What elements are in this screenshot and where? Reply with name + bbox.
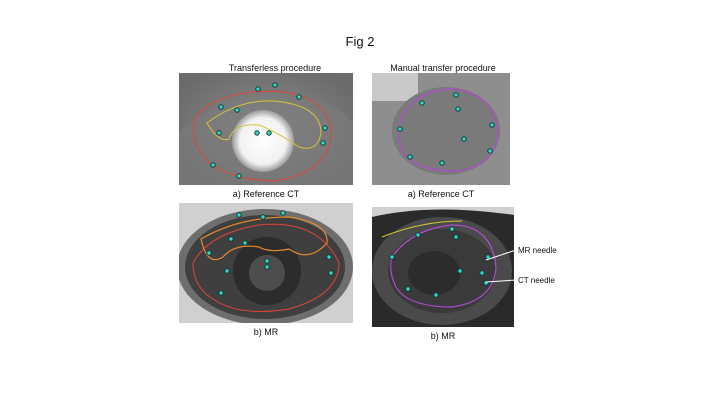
column-title-manual-transfer: Manual transfer procedure <box>390 63 496 73</box>
ct-image-transferless <box>179 73 353 185</box>
label-mr-needle: MR needle <box>518 246 557 255</box>
column-title-transferless: Transferless procedure <box>228 63 322 73</box>
panel-transferless-mr <box>179 203 353 323</box>
caption-transferless-ct: a) Reference CT <box>232 189 300 199</box>
mr-image-transferless <box>179 203 353 323</box>
caption-manual-ct: a) Reference CT <box>407 189 475 199</box>
figure-title: Fig 2 <box>345 34 375 49</box>
needle-arrows <box>485 249 517 283</box>
panel-manual-mr <box>372 207 514 327</box>
panel-transferless-ct <box>179 73 353 185</box>
ct-image-manual <box>372 73 510 185</box>
panel-manual-ct <box>372 73 510 185</box>
caption-manual-mr: b) MR <box>430 331 456 341</box>
caption-transferless-mr: b) MR <box>253 327 279 337</box>
label-ct-needle: CT needle <box>518 276 555 285</box>
mr-image-manual <box>372 207 514 327</box>
